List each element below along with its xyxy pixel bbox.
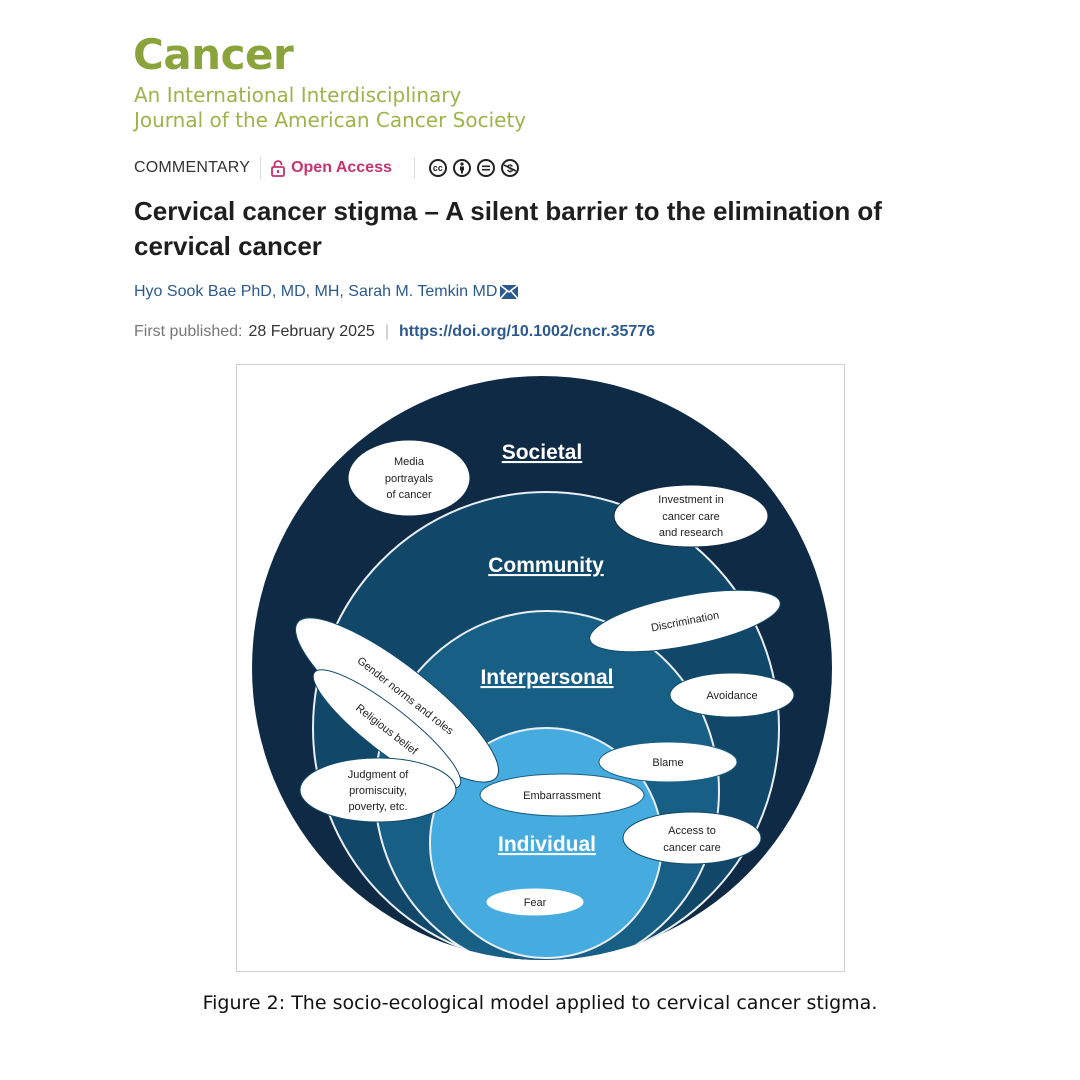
svg-text:cancer care: cancer care [662,511,719,523]
figure-frame: Societal Community Interpersonal Individ… [236,364,845,972]
lock-open-icon [271,159,285,177]
factor-access: Access to cancer care [622,811,762,865]
license-icons[interactable]: cc $ [428,159,519,177]
factor-avoidance: Avoidance [669,672,795,718]
factor-judgment: Judgment of promiscuity, poverty, etc. [299,757,457,823]
article-meta-row: COMMENTARY Open Access cc $ [134,157,519,179]
journal-name[interactable]: Cancer [133,30,294,79]
article-title: Cervical cancer stigma – A silent barrie… [134,196,882,261]
email-icon[interactable] [500,285,519,299]
factor-investment: Investment in cancer care and research [613,484,769,548]
non-commercial-icon: $ [500,159,519,177]
svg-text:Fear: Fear [524,897,547,909]
factor-fear: Fear [485,887,585,917]
doi-link[interactable]: https://doi.org/10.1002/cncr.35776 [398,323,656,340]
factor-media-portrayals: Media portrayals of cancer [347,439,471,517]
svg-text:Embarrassment: Embarrassment [523,790,601,802]
open-access-label: Open Access [291,159,392,176]
svg-text:Blame: Blame [652,757,683,769]
svg-text:poverty, etc.: poverty, etc. [348,801,407,813]
level-title-societal: Societal [502,441,583,464]
attribution-icon [452,159,471,177]
divider [260,157,262,179]
svg-text:promiscuity,: promiscuity, [349,785,407,797]
factor-discrimination: Discrimination [589,589,781,653]
svg-text:portrayals: portrayals [385,473,434,485]
authors-link[interactable]: Hyo Sook Bae PhD, MD, MH, Sarah M. Temki… [134,283,498,300]
author-list: Hyo Sook Bae PhD, MD, MH, Sarah M. Temki… [134,283,519,301]
svg-text:of cancer: of cancer [386,489,432,501]
socio-ecological-diagram: Societal Community Interpersonal Individ… [252,376,832,960]
svg-text:and research: and research [659,527,723,539]
open-access-badge[interactable]: Open Access [271,159,392,177]
svg-text:$: $ [507,163,513,175]
published-date: 28 February 2025 [248,323,375,340]
separator: | [384,323,389,340]
figure-caption: Figure 2: The socio-ecological model app… [202,992,878,1014]
publication-info: First published: 28 February 2025 | http… [134,323,655,341]
journal-subtitle-line2: Journal of the American Cancer Society [134,108,527,132]
journal-subtitle-line1: An International Interdisciplinary [134,83,462,107]
divider [413,157,415,179]
svg-text:cancer care: cancer care [663,842,720,854]
article-type: COMMENTARY [134,159,251,176]
factor-embarrassment: Embarrassment [479,773,645,817]
svg-text:Avoidance: Avoidance [706,690,757,702]
no-derivatives-icon [476,159,495,177]
level-title-interpersonal: Interpersonal [480,666,613,689]
svg-text:Media: Media [394,456,425,468]
level-title-individual: Individual [498,833,596,856]
level-title-community: Community [488,554,604,577]
svg-text:Access to: Access to [668,825,716,837]
svg-text:Investment in: Investment in [658,494,723,506]
cc-icon: cc [428,159,447,177]
factor-blame: Blame [598,741,738,783]
svg-text:Judgment of: Judgment of [348,769,409,781]
published-label: First published: [134,323,243,340]
